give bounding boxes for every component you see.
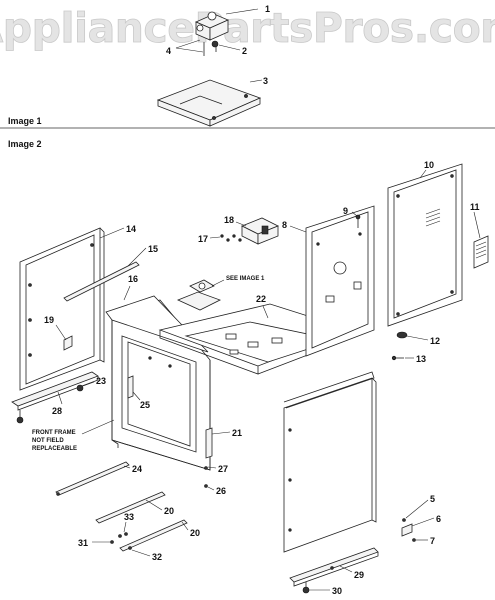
part-7-screw — [412, 538, 416, 542]
callout-33: 33 — [124, 512, 134, 522]
part-17-screws — [220, 234, 242, 242]
watermark-text: AppliancePartsPros.com — [0, 4, 495, 52]
part-20-rail-b — [119, 519, 188, 552]
part-22-bottom-pan — [158, 303, 354, 375]
part-20-rail-a — [95, 491, 166, 524]
callout-1: 1 — [265, 4, 270, 14]
callout-17: 17 — [198, 234, 208, 244]
callout-27: 27 — [218, 464, 228, 474]
part-33-hardware — [118, 532, 128, 538]
part-23-screw — [76, 384, 84, 392]
section-label-image2: Image 2 — [8, 139, 42, 149]
callout-14: 14 — [126, 224, 136, 234]
callout-6: 6 — [436, 514, 441, 524]
part-30-leveling-foot — [302, 582, 310, 594]
image1-reference-assembly — [176, 279, 222, 311]
callout-8: 8 — [282, 220, 287, 230]
callout-22: 22 — [256, 294, 266, 304]
callout-5: 5 — [430, 494, 435, 504]
note-see-image: SEE IMAGE 1 — [226, 276, 265, 282]
callout-13: 13 — [416, 354, 426, 364]
part-10-rear-cover — [387, 163, 463, 327]
part-25-latch — [127, 375, 134, 399]
note-front-frame: FRONT FRAME NOT FIELD REPLACEABLE — [32, 430, 77, 452]
callout-24: 24 — [132, 464, 142, 474]
part-8-back-panel — [305, 205, 375, 357]
callout-12: 12 — [430, 336, 440, 346]
callout-30: 30 — [332, 586, 342, 596]
callout-7: 7 — [430, 536, 435, 546]
image1-assembly — [156, 11, 262, 127]
callout-3: 3 — [263, 76, 268, 86]
part-12-clip — [396, 331, 408, 339]
callout-32: 32 — [152, 552, 162, 562]
part-28-bottom-rail — [11, 371, 99, 424]
part-1-valve — [195, 11, 229, 56]
part-15-rail — [63, 261, 140, 302]
callout-19: 19 — [44, 315, 54, 325]
part-18-module — [241, 217, 279, 245]
callout-23: 23 — [96, 376, 106, 386]
callout-29: 29 — [354, 570, 364, 580]
part-32-screw — [128, 546, 132, 550]
part-11-louver — [473, 235, 489, 269]
callout-11: 11 — [470, 202, 480, 212]
part-21-bracket — [205, 427, 213, 459]
callout-15: 15 — [148, 244, 158, 254]
callout-2: 2 — [242, 46, 247, 56]
part-24-rail — [55, 461, 130, 496]
callout-31: 31 — [78, 538, 88, 548]
section-label-image1: Image 1 — [8, 116, 42, 126]
callout-28: 28 — [52, 406, 62, 416]
callout-21: 21 — [232, 428, 242, 438]
part-3-plate — [156, 79, 262, 127]
callout-10: 10 — [424, 160, 434, 170]
part-5-hardware — [402, 518, 406, 522]
callout-9: 9 — [343, 206, 348, 216]
callout-20-upper: 20 — [164, 506, 174, 516]
part-6-bracket — [401, 523, 413, 537]
callout-18: 18 — [224, 215, 234, 225]
right-side-panel — [283, 371, 377, 553]
callout-4: 4 — [166, 46, 171, 56]
part-14-side-panel — [19, 227, 105, 391]
part-29-bottom-rail — [289, 547, 379, 587]
part-31-screw — [110, 540, 114, 544]
part-26-screw — [204, 484, 208, 488]
part-27-screw — [204, 466, 208, 470]
callout-20-lower: 20 — [190, 528, 200, 538]
callout-16: 16 — [128, 274, 138, 284]
callout-26: 26 — [216, 486, 226, 496]
callout-25: 25 — [140, 400, 150, 410]
part-13-screw — [391, 355, 404, 361]
